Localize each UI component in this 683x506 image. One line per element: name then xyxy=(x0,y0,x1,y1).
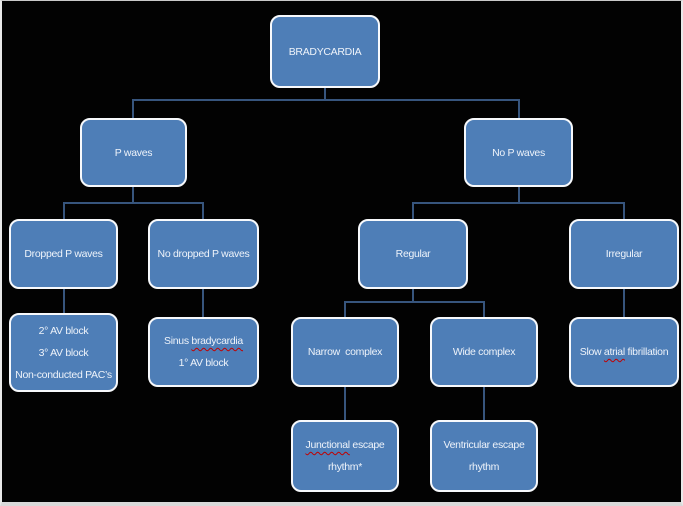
label-text: Narrow complex xyxy=(307,346,383,358)
label-text: Non-conducted PAC’s xyxy=(15,368,112,381)
node-sinus-bradycardia: Sinus bradycardia 1° AV block xyxy=(148,317,259,387)
node-narrow-complex: Narrow complex xyxy=(291,317,399,387)
node-label-line: 2° AV block xyxy=(39,320,89,342)
connector-line xyxy=(412,289,414,303)
node-label-line: 3° AV block xyxy=(39,342,89,364)
connector-line xyxy=(623,202,625,219)
node-label-line: No dropped P waves xyxy=(158,243,250,265)
connector-line xyxy=(412,202,414,219)
node-label-line: Non-conducted PAC’s xyxy=(15,364,112,386)
connector-line xyxy=(63,202,65,219)
label-text: No dropped P waves xyxy=(157,248,250,260)
node-label-line: Ventricular escape xyxy=(444,434,525,456)
connector-line xyxy=(324,88,326,101)
node-label-line: P waves xyxy=(114,142,153,164)
label-text: Wide complex xyxy=(452,346,516,358)
node-label-line: Irregular xyxy=(605,243,643,265)
node-label-line: 1° AV block xyxy=(179,352,229,374)
node-label-line: Slow atrial fibrillation xyxy=(580,341,669,363)
connector-line xyxy=(483,387,485,420)
node-label-line: rhythm* xyxy=(328,456,362,478)
label-text: rhythm* xyxy=(327,461,363,473)
label-text: Sinus xyxy=(164,335,192,347)
node-ventricular-escape-rhythm: Ventricular escape rhythm xyxy=(430,420,538,492)
node-label-line: BRADYCARDIA xyxy=(289,41,362,63)
connector-line xyxy=(518,99,520,118)
connector-line xyxy=(518,187,520,204)
node-slow-atrial-fibrillation: Slow atrial fibrillation xyxy=(569,317,679,387)
connector-line xyxy=(344,387,346,420)
node-label-line: Wide complex xyxy=(452,341,516,363)
node-regular: Regular xyxy=(358,219,468,289)
label-text: 3° AV block xyxy=(38,346,89,359)
label-text: 2° AV block xyxy=(38,324,89,337)
misspelled-word: bradycardia xyxy=(191,335,243,347)
label-text: Dropped P waves xyxy=(24,248,103,260)
label-text: P waves xyxy=(114,146,153,159)
connector-line xyxy=(623,289,625,317)
label-text: BRADYCARDIA xyxy=(288,45,362,58)
node-label-line: Regular xyxy=(396,243,431,265)
label-text: Slow xyxy=(579,346,604,358)
misspelled-word: atrial xyxy=(603,346,625,358)
label-text: fibrillation xyxy=(624,346,669,358)
connector-line xyxy=(344,301,485,303)
node-label-line: Sinus bradycardia xyxy=(164,330,243,352)
label-text: Ventricular escape xyxy=(443,439,525,451)
node-no-p-waves: No P waves xyxy=(464,118,573,187)
label-text: No P waves xyxy=(492,146,545,159)
connector-line xyxy=(63,289,65,313)
node-no-dropped-p-waves: No dropped P waves xyxy=(148,219,259,289)
node-p-waves: P waves xyxy=(80,118,187,187)
node-label-line: Junctional escape xyxy=(306,434,385,456)
connector-line xyxy=(132,99,520,101)
node-label-line: No P waves xyxy=(492,142,545,164)
node-label-line: Dropped P waves xyxy=(24,243,103,265)
node-wide-complex: Wide complex xyxy=(430,317,538,387)
label-text: escape xyxy=(349,439,385,451)
node-dropped-p-waves: Dropped P waves xyxy=(9,219,118,289)
connector-line xyxy=(63,202,204,204)
connector-line xyxy=(132,187,134,204)
connector-line xyxy=(132,99,134,118)
label-text: Irregular xyxy=(605,248,643,260)
node-irregular: Irregular xyxy=(569,219,679,289)
connector-line xyxy=(344,301,346,317)
connector-line xyxy=(483,301,485,317)
node-bradycardia: BRADYCARDIA xyxy=(270,15,380,88)
node-label-line: rhythm xyxy=(468,456,500,478)
node-junctional-escape-rhythm: Junctional escape rhythm* xyxy=(291,420,399,492)
connector-line xyxy=(412,202,625,204)
label-text: Regular xyxy=(395,248,431,260)
connector-line xyxy=(202,289,204,317)
misspelled-word: Junctional xyxy=(305,439,351,451)
label-text: 1° AV block xyxy=(178,357,229,369)
label-text: rhythm xyxy=(468,461,500,473)
connector-line xyxy=(202,202,204,219)
node-label-line: Narrow complex xyxy=(307,341,383,363)
